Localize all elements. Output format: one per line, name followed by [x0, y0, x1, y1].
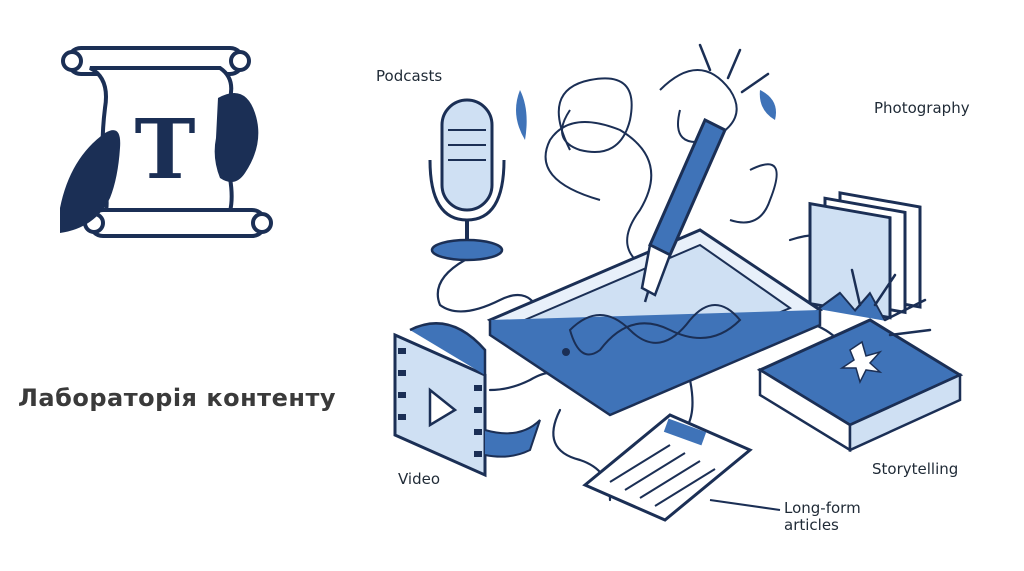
brand-name: Лабораторія контенту: [18, 384, 337, 412]
film-reel-icon: [393, 322, 541, 478]
tablet-icon: [486, 228, 824, 417]
book-icon: [756, 318, 964, 453]
scroll-logo-icon: T: [60, 46, 273, 238]
content-illustration: [393, 43, 964, 522]
fountain-pen-icon: [640, 117, 727, 303]
label-photography: Photography: [874, 99, 970, 117]
logo-letter: T: [134, 102, 195, 198]
document-icon: [582, 413, 781, 522]
photo-stack-icon: [808, 191, 922, 322]
microphone-icon: [428, 98, 506, 262]
label-storytelling: Storytelling: [872, 460, 959, 478]
swirl-decoration: [544, 69, 778, 271]
label-longform: Long-form articles: [784, 499, 861, 534]
label-podcasts: Podcasts: [376, 67, 443, 85]
label-video: Video: [398, 470, 441, 488]
